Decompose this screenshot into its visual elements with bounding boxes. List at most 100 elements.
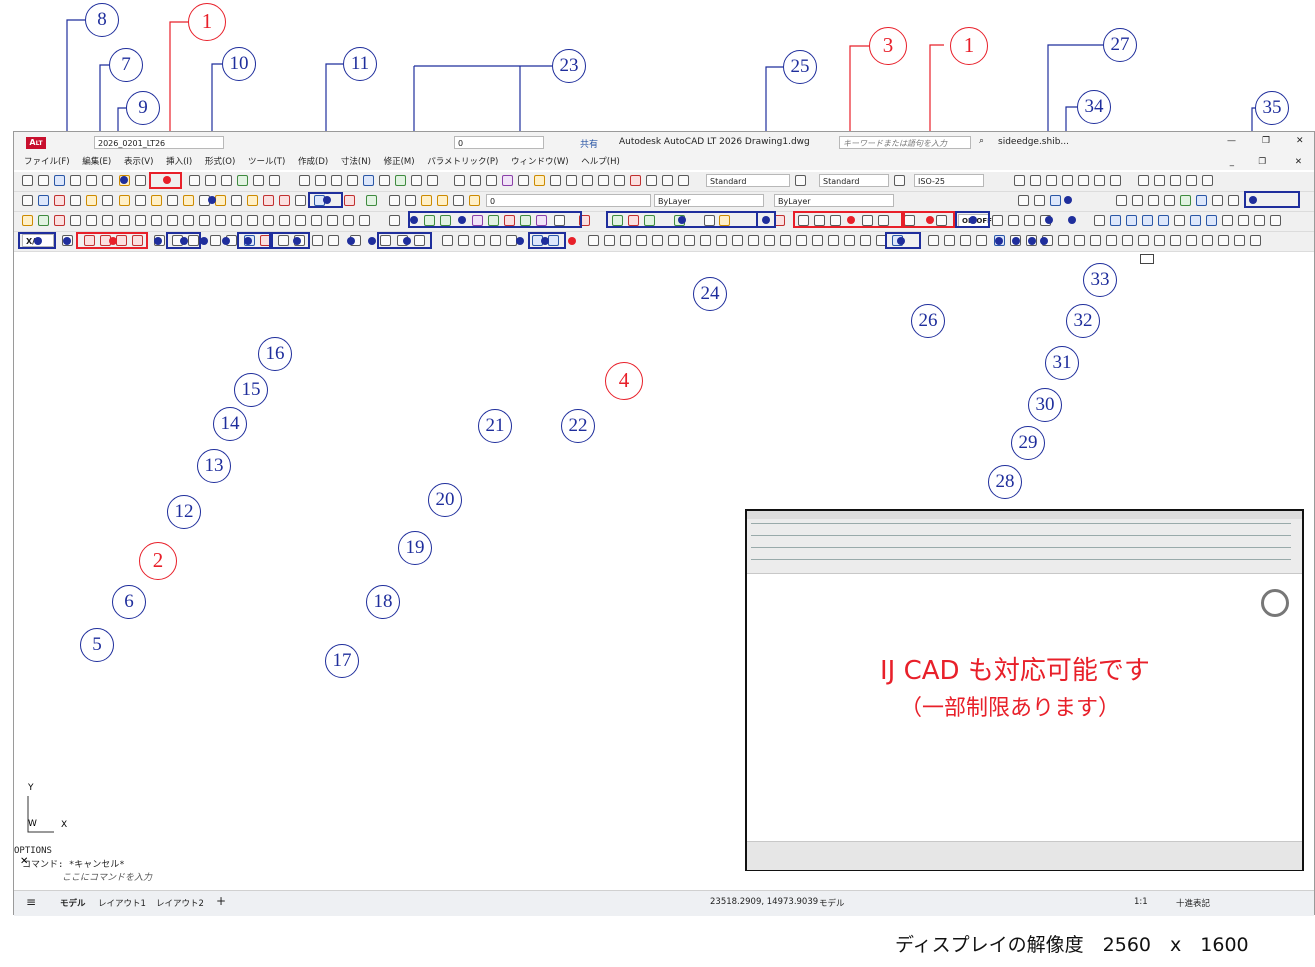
- layer-combo[interactable]: 0: [486, 194, 651, 207]
- table-icon[interactable]: [1202, 235, 1213, 246]
- menu-format[interactable]: 形式(O): [204, 157, 236, 167]
- menu-insert[interactable]: 挿入(I): [166, 157, 193, 167]
- menu-window[interactable]: ウィンドウ(W): [511, 157, 569, 167]
- annotation-scale[interactable]: 1:1: [1134, 897, 1148, 907]
- match-icon[interactable]: [237, 175, 248, 186]
- spell-icon[interactable]: [1180, 195, 1191, 206]
- cross-b-icon[interactable]: [328, 235, 339, 246]
- text-ai-a-icon[interactable]: [380, 235, 391, 246]
- tab-layout2[interactable]: レイアウト2: [156, 899, 204, 909]
- mass-icon[interactable]: [550, 175, 561, 186]
- angle-icon[interactable]: [566, 175, 577, 186]
- polygon-icon[interactable]: [976, 235, 987, 246]
- text-c-icon[interactable]: [1148, 195, 1159, 206]
- revcloud-icon[interactable]: [678, 175, 689, 186]
- line-draw-icon[interactable]: [928, 235, 939, 246]
- join-icon[interactable]: [247, 215, 258, 226]
- minimize-button[interactable]: —: [1227, 136, 1236, 146]
- color-combo[interactable]: ByLayer: [654, 194, 764, 207]
- coordinates[interactable]: 23518.2909, 14973.9039: [710, 897, 819, 907]
- dim-edit-icon[interactable]: [748, 235, 759, 246]
- dim-break-icon[interactable]: [668, 235, 679, 246]
- points-a-icon[interactable]: [278, 235, 289, 246]
- view-front-icon[interactable]: [1014, 175, 1025, 186]
- dim-continue-icon[interactable]: [636, 235, 647, 246]
- dim-ordinate-icon[interactable]: [490, 235, 501, 246]
- print-icon[interactable]: [70, 175, 81, 186]
- view-back-icon[interactable]: [1030, 175, 1041, 186]
- layer-thaw-icon[interactable]: [247, 195, 258, 206]
- cursor-b-icon[interactable]: [936, 215, 947, 226]
- hatch-icon[interactable]: [1154, 235, 1165, 246]
- quick-measure-icon[interactable]: [614, 175, 625, 186]
- block-a-icon[interactable]: [1094, 215, 1105, 226]
- layer-state-2-icon[interactable]: [405, 195, 416, 206]
- dim-space-icon[interactable]: [652, 235, 663, 246]
- dim-b-icon[interactable]: [188, 235, 199, 246]
- menu-help[interactable]: ヘルプ(H): [581, 157, 620, 167]
- line-h-icon[interactable]: [554, 215, 565, 226]
- scale-icon[interactable]: [167, 215, 178, 226]
- pedit-icon[interactable]: [327, 215, 338, 226]
- make-block-icon[interactable]: [1122, 235, 1133, 246]
- block-h-icon[interactable]: [1206, 215, 1217, 226]
- region-icon[interactable]: [534, 175, 545, 186]
- close-button[interactable]: ✕: [1296, 136, 1304, 146]
- layer-state-icon[interactable]: [38, 195, 49, 206]
- snap-c-icon[interactable]: [1024, 215, 1035, 226]
- layer-translate-icon[interactable]: [295, 195, 306, 206]
- zoom-window-icon[interactable]: [331, 175, 342, 186]
- line-a-icon[interactable]: [424, 215, 435, 226]
- line-e-icon[interactable]: [504, 215, 515, 226]
- block-d-icon[interactable]: [1142, 215, 1153, 226]
- layer-lock-icon[interactable]: [119, 195, 130, 206]
- restore-button[interactable]: ❐: [1262, 136, 1271, 146]
- pan-icon[interactable]: [299, 175, 310, 186]
- mleader-remove-icon[interactable]: [860, 235, 871, 246]
- layer-iso-icon[interactable]: [54, 195, 65, 206]
- ray-icon[interactable]: [612, 215, 623, 226]
- layer-match-icon[interactable]: [183, 195, 194, 206]
- line-c-icon[interactable]: [472, 215, 483, 226]
- line-f-icon[interactable]: [520, 215, 531, 226]
- stretch-icon[interactable]: [183, 215, 194, 226]
- hatch-d-icon[interactable]: [132, 235, 143, 246]
- spline-icon[interactable]: [1058, 235, 1069, 246]
- layer-all-on-icon[interactable]: [263, 195, 274, 206]
- dim-linear-icon[interactable]: [442, 235, 453, 246]
- tool-palette-icon[interactable]: [379, 175, 390, 186]
- preview-icon[interactable]: [86, 175, 97, 186]
- ellipse-icon[interactable]: [1074, 235, 1085, 246]
- page-icon[interactable]: [135, 175, 146, 186]
- units-display[interactable]: 十進表記: [1176, 899, 1211, 909]
- tab-model[interactable]: モデル: [60, 899, 86, 909]
- save-icon[interactable]: [54, 175, 65, 186]
- line-icon[interactable]: [366, 195, 377, 206]
- offset-icon[interactable]: [70, 215, 81, 226]
- space-toggle[interactable]: モデル: [819, 899, 845, 909]
- hatch-a-icon[interactable]: [84, 235, 95, 246]
- block-j-icon[interactable]: [1238, 215, 1249, 226]
- layer-box-icon[interactable]: [453, 195, 464, 206]
- array-3-icon[interactable]: [119, 215, 130, 226]
- layer-walk-icon[interactable]: [167, 195, 178, 206]
- view-iso-icon[interactable]: [1110, 175, 1121, 186]
- block-e-icon[interactable]: [1158, 215, 1169, 226]
- table-b-icon[interactable]: [814, 215, 825, 226]
- ellipse-arc-icon[interactable]: [1090, 235, 1101, 246]
- view-right-icon[interactable]: [1062, 175, 1073, 186]
- explode-icon[interactable]: [311, 215, 322, 226]
- center-mark-icon[interactable]: [700, 235, 711, 246]
- bulb-2-icon[interactable]: [421, 195, 432, 206]
- menu-dimension[interactable]: 寸法(N): [340, 157, 371, 167]
- add-layout-button[interactable]: +: [216, 894, 227, 908]
- spline-edit-icon[interactable]: [343, 215, 354, 226]
- command-input[interactable]: ここにコマンドを入力: [62, 873, 153, 883]
- text-b-icon[interactable]: [1132, 195, 1143, 206]
- ray-2-icon[interactable]: [628, 215, 639, 226]
- line-b-icon[interactable]: [440, 215, 451, 226]
- bulb-icon[interactable]: [151, 195, 162, 206]
- text-style-combo[interactable]: Standard: [706, 174, 790, 187]
- dim-update-icon[interactable]: [780, 235, 791, 246]
- properties-icon[interactable]: [347, 175, 358, 186]
